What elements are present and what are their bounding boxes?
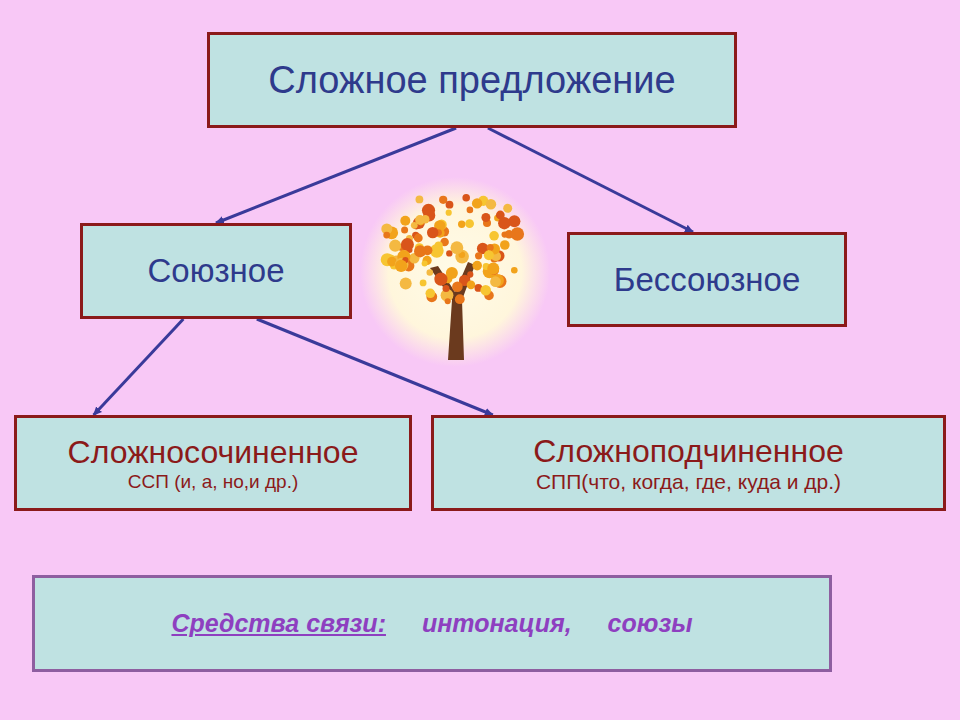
leaf [427,269,434,276]
note-box: Средства связи: интонация, союзы [32,575,832,672]
box-subtext: ССП (и, а, но,и др.) [128,471,299,493]
leaf [467,281,476,290]
leaf [490,276,501,287]
leaf [414,245,426,257]
leaf [462,194,470,202]
leaf [503,204,512,213]
leaf [400,278,412,290]
root-box: Сложное предложение [207,32,737,128]
box-subtext: интонация, [422,609,572,638]
tree-trunk [430,262,475,360]
leaf [455,294,465,304]
leaf [434,273,447,286]
type-box: СложноподчиненноеСПП(что, когда, где, ку… [431,415,946,511]
box-heading: Бессоюзное [614,261,801,299]
leaf [467,207,474,214]
box-heading: Сложное предложение [268,59,675,102]
leaf [415,215,425,225]
leaf [480,285,491,296]
leaf [445,298,451,304]
leaf [472,261,482,271]
leaf [486,199,497,210]
type-box: СложносочиненноеССП (и, а, но,и др.) [14,415,412,511]
box-heading: Средства связи: [171,609,386,638]
leaf [427,227,438,238]
leaf [439,196,447,204]
leaf [511,227,524,240]
leaf [465,219,474,228]
arrow-connector [216,128,456,223]
leaf [400,216,410,226]
leaf [489,231,499,241]
leaf [511,267,518,274]
leaf [395,260,407,272]
box-subtext: СПП(что, когда, где, куда и др.) [536,470,841,494]
box-heading: Сложноподчиненное [533,433,844,470]
leaf [508,215,520,227]
box-heading: Сложносочиненное [68,434,359,471]
leaf [446,210,452,216]
leaf [426,289,436,299]
glow [360,177,550,367]
arrow-connector [94,319,184,415]
leaf [487,263,499,275]
leaf [467,271,473,277]
box-subtext: союзы [608,609,693,638]
leaf [458,221,465,228]
box-heading: Союзное [148,252,285,290]
leaf [416,196,424,204]
leaf [422,261,428,267]
leaf [500,240,510,250]
leaf [475,252,482,259]
leaf [395,258,409,272]
leaf [481,213,490,222]
category-box: Союзное [80,223,352,319]
leaf [491,274,504,287]
leaf [443,285,450,292]
leaf [389,240,401,252]
tree-crown [381,194,524,304]
leaf [383,232,390,239]
leaf [414,234,423,243]
leaf [401,226,408,233]
category-box: Бессоюзное [567,232,847,327]
leaf [484,250,494,260]
arrow-connector [257,319,493,415]
leaf [401,238,414,251]
leaf [420,280,427,287]
arrow-connector [488,128,693,232]
leaf [496,211,505,220]
leaf [487,244,494,251]
leaf [452,281,463,292]
leaf [451,241,464,254]
leaf [446,201,454,209]
leaf [472,198,482,208]
